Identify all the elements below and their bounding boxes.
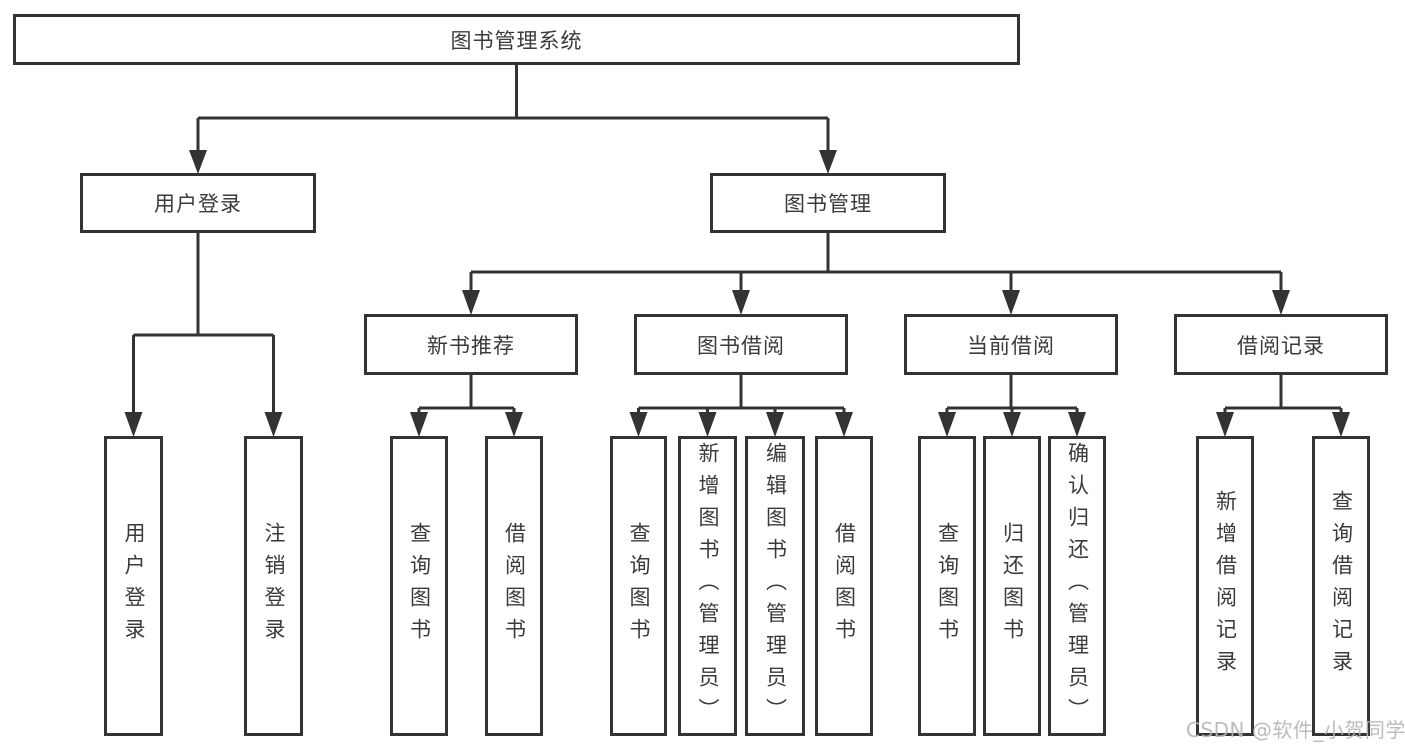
leaf-borrow-book-1: 借阅图书 [485,436,543,736]
leaf-query-books-3-label: 查询图书 [935,522,960,650]
connector-user-login-to-leaves [124,233,283,437]
csdn-watermark: CSDN @软件_小贺同学 [1186,718,1405,742]
node-book-management: 图书管理 [710,173,946,233]
leaf-user-login: 用户登录 [104,436,163,736]
leaf-logout-label: 注销登录 [262,522,286,650]
node-root-system-label: 图书管理系统 [450,28,583,53]
leaf-confirm-return-admin: 确认归还（管理员） [1048,436,1106,736]
leaf-borrow-book-1-label: 借阅图书 [502,522,527,650]
connector-book-management-to-groups [462,233,1290,315]
node-user-login-label: 用户登录 [154,192,242,216]
connector-root-to-branches [189,65,837,174]
node-book-management-label: 图书管理 [784,192,872,216]
leaf-query-borrow-record-label: 查询借阅记录 [1329,490,1354,682]
node-book-borrow-label: 图书借阅 [697,333,785,358]
leaf-add-borrow-record-label: 新增借阅记录 [1213,490,1238,682]
leaf-confirm-return-admin-label: 确认归还（管理员） [1065,442,1090,730]
leaf-borrow-book-2: 借阅图书 [815,436,873,736]
connector-new-book-recommend-to-leaves [410,375,523,437]
leaf-user-login-label: 用户登录 [122,522,146,650]
leaf-return-book-label: 归还图书 [1000,522,1025,650]
leaf-query-books-2-label: 查询图书 [627,522,651,650]
leaf-borrow-book-2-label: 借阅图书 [832,522,857,650]
connector-book-borrow-to-leaves [629,375,853,437]
leaf-edit-book-admin: 编辑图书（管理员） [745,436,805,736]
leaf-add-book-admin-label: 新增图书（管理员） [696,442,720,730]
leaf-add-borrow-record: 新增借阅记录 [1196,436,1254,736]
node-new-book-recommend: 新书推荐 [364,314,578,375]
leaf-query-books-2: 查询图书 [610,436,667,736]
node-borrow-records-label: 借阅记录 [1237,333,1325,358]
leaf-add-book-admin: 新增图书（管理员） [678,436,737,736]
node-book-borrow: 图书借阅 [634,314,848,375]
leaf-edit-book-admin-label: 编辑图书（管理员） [763,442,788,730]
node-borrow-records: 借阅记录 [1174,314,1388,375]
node-current-borrow: 当前借阅 [904,314,1118,375]
connector-current-borrow-to-leaves [938,375,1086,437]
node-new-book-recommend-label: 新书推荐 [427,333,515,358]
leaf-query-books-3: 查询图书 [918,436,976,736]
node-root-system: 图书管理系统 [13,14,1020,65]
leaf-logout: 注销登录 [244,436,303,736]
leaf-query-borrow-record: 查询借阅记录 [1312,436,1370,736]
leaf-return-book: 归还图书 [983,436,1041,736]
node-current-borrow-label: 当前借阅 [967,333,1055,358]
leaf-query-books-1-label: 查询图书 [407,522,432,650]
connector-borrow-records-to-leaves [1216,375,1350,437]
leaf-query-books-1: 查询图书 [390,436,448,736]
node-user-login: 用户登录 [80,173,316,233]
